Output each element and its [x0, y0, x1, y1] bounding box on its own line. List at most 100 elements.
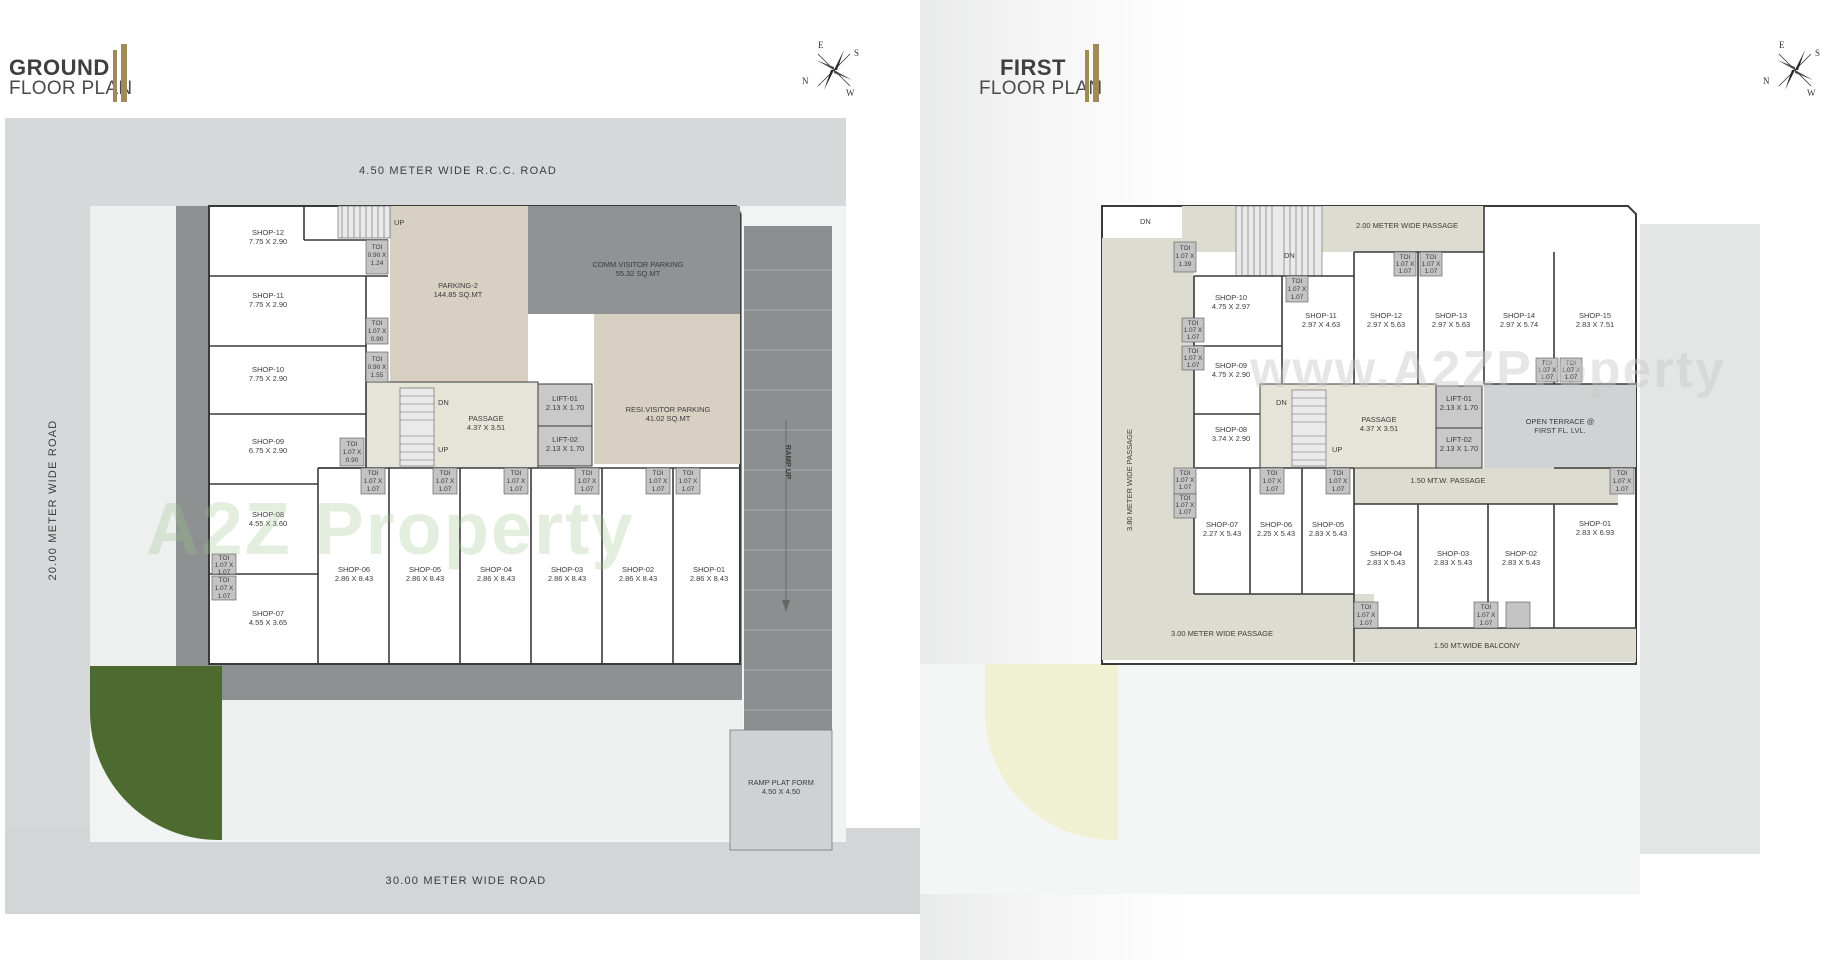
toi-size: 0.90 — [346, 457, 359, 464]
ground-title-line1: GROUND — [9, 55, 110, 80]
toi-size: 1.07 — [1616, 486, 1629, 493]
toi-size: 1.07 — [1360, 620, 1373, 627]
shop-14-size: 2.97 X 5.74 — [1500, 320, 1538, 329]
toi-size: 1.24 — [371, 260, 384, 267]
road-top-label: 4.50 METER WIDE R.C.C. ROAD — [359, 165, 557, 177]
toi-label: TOI — [1617, 470, 1628, 477]
garden-area — [90, 666, 222, 840]
shop-01-size: 2.86 X 8.43 — [690, 574, 728, 583]
shop-06-name: SHOP-06 — [338, 565, 370, 574]
compass-w: W — [1807, 88, 1816, 98]
toi-label: TOI — [1333, 470, 1344, 477]
toi-label: TOI — [683, 470, 694, 477]
bottom-passage — [1102, 594, 1374, 660]
balcony-label: 1.50 MT.WIDE BALCONY — [1434, 641, 1520, 650]
toi-size: 1.07 X — [578, 478, 597, 485]
passage-size: 4.37 X 3.51 — [467, 423, 505, 432]
toi-size: 1.07 X — [1613, 478, 1632, 485]
toi-size: 1.07 X — [215, 585, 234, 592]
compass-n: N — [802, 76, 809, 86]
toi-label: TOI — [1361, 604, 1372, 611]
parking2-area: 144.85 SQ.MT — [434, 290, 483, 299]
toi-label: TOI — [1180, 245, 1191, 252]
toi-size: 1.07 — [1541, 374, 1554, 381]
lift-02 — [1435, 427, 1483, 469]
toi-size: 1.07 — [1266, 486, 1279, 493]
shop-09-size: 4.75 X 2.90 — [1212, 370, 1250, 379]
parking-2-area — [390, 206, 528, 382]
comm-parking-area: 55.32 SQ.MT — [616, 269, 661, 278]
shop-08-name: SHOP-08 — [1215, 425, 1247, 434]
lift-02 — [537, 425, 593, 467]
shop-10-name: SHOP-10 — [252, 365, 284, 374]
toi-size: 1.07 X — [1538, 367, 1557, 374]
compass-e: E — [818, 40, 824, 50]
ground-toilet-labels: TOI 0.90 X 1.24 TOI 1.07 X 0.90 TOI 0.90… — [215, 244, 698, 600]
shop-11-size: 7.75 X 2.90 — [249, 300, 287, 309]
toi-label: TOI — [1188, 348, 1199, 355]
parking2-name: PARKING-2 — [438, 281, 478, 290]
shop-03-size: 2.83 X 5.43 — [1434, 558, 1472, 567]
shop-15-size: 2.83 X 7.51 — [1576, 320, 1614, 329]
toi-label: TOI — [1481, 604, 1492, 611]
watermark: A2Z Property — [146, 487, 635, 570]
ramp-platform-name: RAMP PLAT FORM — [748, 778, 814, 787]
road-left-label: 20.00 METER WIDE ROAD — [47, 420, 59, 581]
toi-size: 1.07 X — [1396, 261, 1415, 268]
side-margin — [90, 206, 176, 666]
toi-size: 1.07 — [439, 486, 452, 493]
lift2-size: 2.13 X 1.70 — [546, 444, 584, 453]
compass-rose-icon — [816, 50, 852, 90]
shop-14-name: SHOP-14 — [1503, 311, 1535, 320]
toi-label: TOI — [1267, 470, 1278, 477]
shop-06-size: 2.86 X 8.43 — [335, 574, 373, 583]
toi-size: 1.07 X — [1477, 612, 1496, 619]
first-title-line2: FLOOR PLAN — [979, 78, 1103, 100]
shop-13-size: 2.97 X 5.63 — [1432, 320, 1470, 329]
shop-07-size: 2.27 X 5.43 — [1203, 529, 1241, 538]
shop-04-name: SHOP-04 — [480, 565, 512, 574]
shop-11-name: SHOP-11 — [252, 291, 284, 300]
toi-label: TOI — [511, 470, 522, 477]
toi-size: 1.55 — [371, 372, 384, 379]
first-title-line1: FIRST — [999, 55, 1066, 80]
toi-label: TOI — [1400, 254, 1411, 261]
shop-09-name: SHOP-09 — [252, 437, 284, 446]
shop-08-size: 4.55 X 3.60 — [249, 519, 287, 528]
shop-15-name: SHOP-15 — [1579, 311, 1611, 320]
toi-label: TOI — [1292, 278, 1303, 285]
shop-03-name: SHOP-03 — [1437, 549, 1469, 558]
toi-size: 1.07 X — [507, 478, 526, 485]
shop-10-size: 4.75 X 2.97 — [1212, 302, 1250, 311]
compass-w: W — [846, 88, 855, 98]
toi-label: TOI — [1426, 254, 1437, 261]
stair-dn-1: DN — [1140, 217, 1151, 226]
toi-size: 1.07 — [682, 486, 695, 493]
toi-size: 1.07 — [510, 486, 523, 493]
first-toilet-labels: TOI 1.07 X 1.39 TOI 1.07 X 1.07 TOI 1.07… — [1176, 245, 1632, 627]
lift2-size: 2.13 X 1.70 — [1440, 444, 1478, 453]
lift1-size: 2.13 X 1.70 — [546, 403, 584, 412]
first-shop-labels: SHOP-10 4.75 X 2.97 SHOP-09 4.75 X 2.90 … — [1203, 293, 1614, 567]
toi-size: 1.07 X — [1562, 367, 1581, 374]
toilet-blocks — [1173, 241, 1635, 629]
toi-size: 1.07 X — [649, 478, 668, 485]
road-bottom-label: 30.00 METER WIDE ROAD — [386, 875, 547, 887]
compass-icon: E S N W — [1763, 40, 1825, 100]
shop-04-name: SHOP-04 — [1370, 549, 1402, 558]
toi-size: 1.07 X — [1176, 502, 1195, 509]
toi-size: 1.07 X — [215, 562, 234, 569]
stair-dn: DN — [438, 398, 449, 407]
shop-03-name: SHOP-03 — [551, 565, 583, 574]
shop-09-name: SHOP-09 — [1215, 361, 1247, 370]
toi-label: TOI — [440, 470, 451, 477]
toi-label: TOI — [653, 470, 664, 477]
toi-size: 1.07 X — [1184, 355, 1203, 362]
toi-size: 1.07 X — [364, 478, 383, 485]
shop-03-size: 2.86 X 8.43 — [548, 574, 586, 583]
shop-11-size: 2.97 X 4.63 — [1302, 320, 1340, 329]
lift1-size: 2.13 X 1.70 — [1440, 403, 1478, 412]
resi-parking-area — [594, 314, 740, 464]
toi-label: TOI — [372, 356, 383, 363]
passage-name: PASSAGE — [1361, 415, 1396, 424]
